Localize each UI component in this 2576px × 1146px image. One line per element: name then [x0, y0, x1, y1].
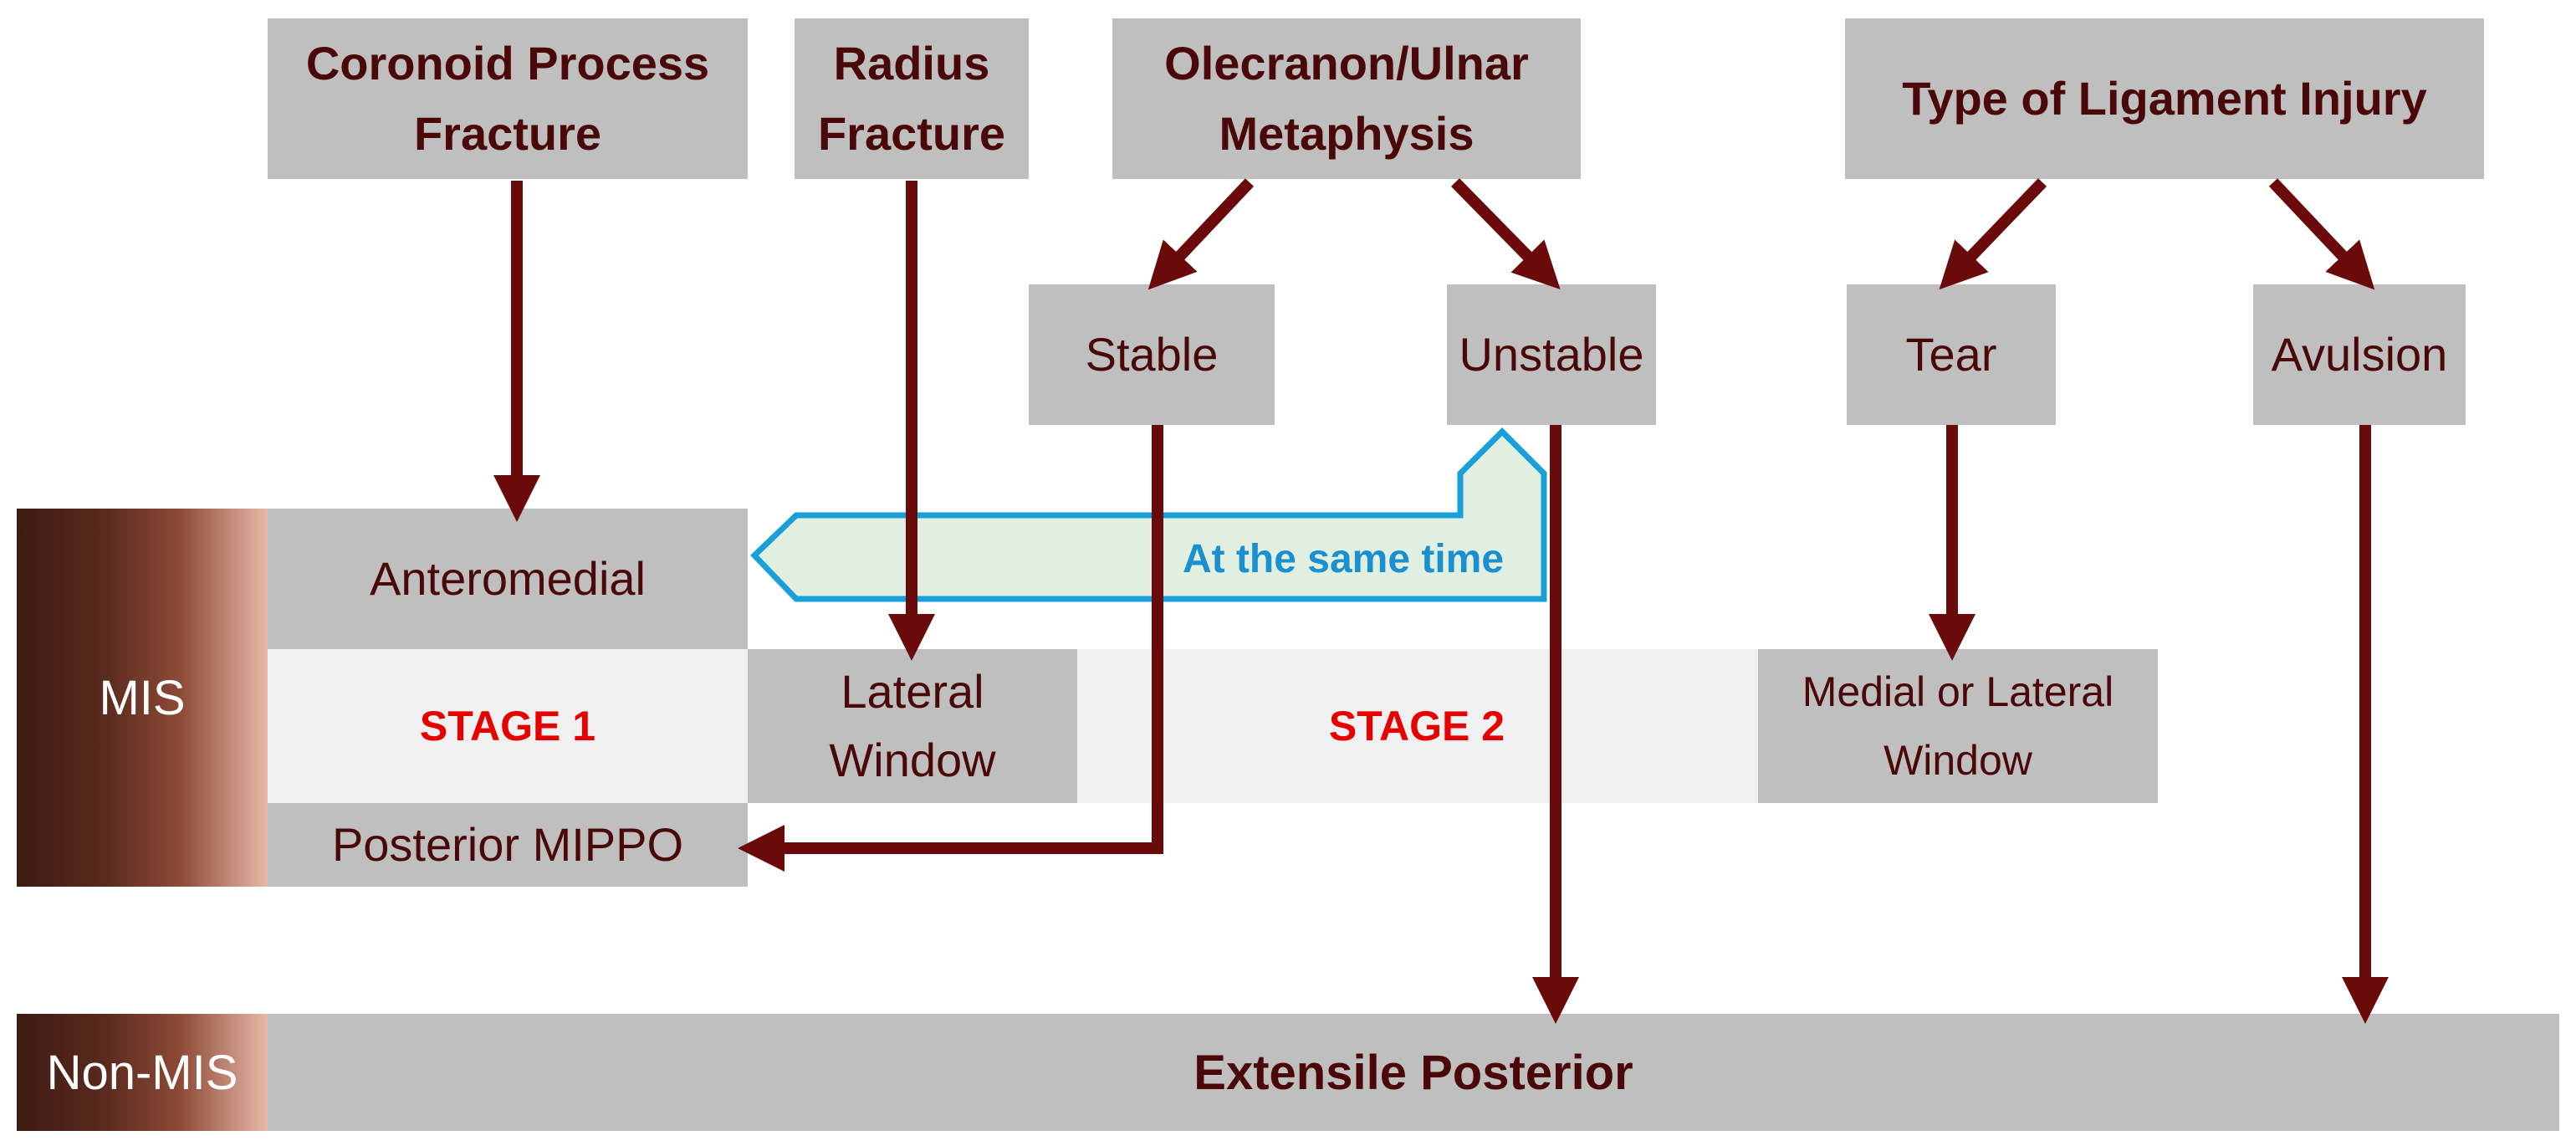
posterior-mippo-box: Posterior MIPPO	[268, 803, 748, 887]
tear-text: Tear	[1905, 328, 1997, 381]
olecranon-text: Olecranon/Ulnar Metaphysis	[1164, 37, 1529, 160]
ligament-injury-box: Type of Ligament Injury	[1845, 18, 2484, 179]
same-time-callout-text: At the same time	[1183, 537, 1504, 581]
mis-label-text: MIS	[99, 670, 186, 725]
stage-2-text: STAGE 2	[1328, 703, 1505, 750]
tear-box: Tear	[1847, 284, 2056, 425]
ligament-injury-text: Type of Ligament Injury	[1902, 72, 2427, 125]
anteromedial-text: Anteromedial	[370, 552, 646, 605]
radius-fracture-text: Radius Fracture	[817, 37, 1006, 160]
stage-2-label: STAGE 2	[1079, 649, 1755, 803]
olecranon-box: Olecranon/Ulnar Metaphysis	[1112, 18, 1581, 179]
coronoid-fracture-text: Coronoid Process Fracture	[305, 37, 710, 160]
mis-side-label: MIS	[17, 509, 268, 887]
stage-1-label: STAGE 1	[268, 649, 748, 803]
stable-box: Stable	[1029, 284, 1275, 425]
arrow-olecranon-unstable	[1451, 178, 1561, 289]
same-time-callout-shape	[750, 427, 1547, 602]
extensile-posterior-text: Extensile Posterior	[1193, 1045, 1633, 1100]
coronoid-fracture-box: Coronoid Process Fracture	[268, 18, 748, 179]
avulsion-box: Avulsion	[2253, 284, 2466, 425]
avulsion-text: Avulsion	[2271, 328, 2448, 381]
anteromedial-box: Anteromedial	[268, 509, 748, 649]
lateral-window-box: Lateral Window	[748, 649, 1077, 803]
posterior-mippo-text: Posterior MIPPO	[331, 818, 684, 871]
medial-lateral-window-text: Medial or Lateral Window	[1802, 668, 2114, 784]
medial-lateral-window-box: Medial or Lateral Window	[1758, 649, 2158, 803]
arrow-ligament-avulsion	[2268, 178, 2375, 290]
extensile-posterior-box: Extensile Posterior	[268, 1014, 2559, 1131]
arrow-ligament-tear	[1939, 178, 2047, 290]
arrow-stable-mippo	[738, 425, 1163, 872]
arrow-olecranon-stable	[1147, 178, 1255, 290]
unstable-box: Unstable	[1447, 284, 1656, 425]
non-mis-side-label: Non-MIS	[17, 1014, 268, 1131]
stage-1-text: STAGE 1	[419, 703, 596, 750]
stable-text: Stable	[1085, 328, 1219, 381]
unstable-text: Unstable	[1459, 328, 1644, 381]
lateral-window-text: Lateral Window	[829, 665, 996, 786]
radius-fracture-box: Radius Fracture	[795, 18, 1029, 179]
non-mis-label-text: Non-MIS	[46, 1045, 238, 1100]
